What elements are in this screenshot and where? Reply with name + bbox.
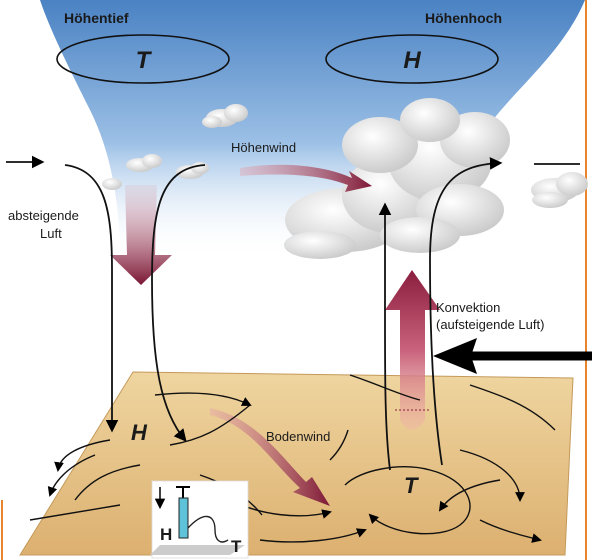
cloud-small-5 [531, 172, 588, 208]
inset-high-symbol: H [160, 525, 172, 544]
surface-low-symbol: T [404, 473, 419, 498]
upper-low-symbol: T [136, 47, 153, 74]
surface-high-symbol: H [131, 420, 148, 445]
upper-low-ellipse [56, 34, 230, 84]
inset-pump-illustration: H T [150, 480, 249, 559]
streamline-right-inner [378, 202, 392, 471]
surface-wind-label: Bodenwind [266, 429, 330, 444]
surface-wind-arrow [210, 408, 330, 506]
descending-label-line1: absteigende [8, 208, 79, 223]
upper-high-ellipse [325, 34, 499, 84]
pointer-arrow [433, 338, 592, 374]
convection-label-line2: (aufsteigende Luft) [436, 317, 544, 332]
upper-wind-arrow [240, 164, 372, 192]
streamline-right-outer [429, 157, 503, 466]
descending-air-arrow [110, 185, 172, 285]
inset-low-symbol: T [231, 537, 242, 556]
cloud-small-3 [176, 162, 209, 179]
descending-label-line2: Luft [40, 226, 62, 241]
upper-high-label: Höhenhoch [425, 10, 502, 26]
convection-arrow [385, 270, 440, 430]
streamline-left-outer [64, 164, 119, 433]
upper-low-label: Höhentief [64, 10, 129, 26]
upper-wind-label: Höhenwind [231, 140, 296, 155]
cumulus-cloud [284, 98, 510, 259]
cloud-small-4 [102, 178, 122, 190]
cloud-small-2 [126, 154, 162, 172]
ground-plane [19, 371, 574, 556]
upper-high-symbol: H [403, 47, 421, 74]
streamline-left-inner [151, 164, 206, 442]
convection-label-line1: Konvektion [436, 300, 500, 315]
cloud-small-1 [202, 104, 248, 128]
